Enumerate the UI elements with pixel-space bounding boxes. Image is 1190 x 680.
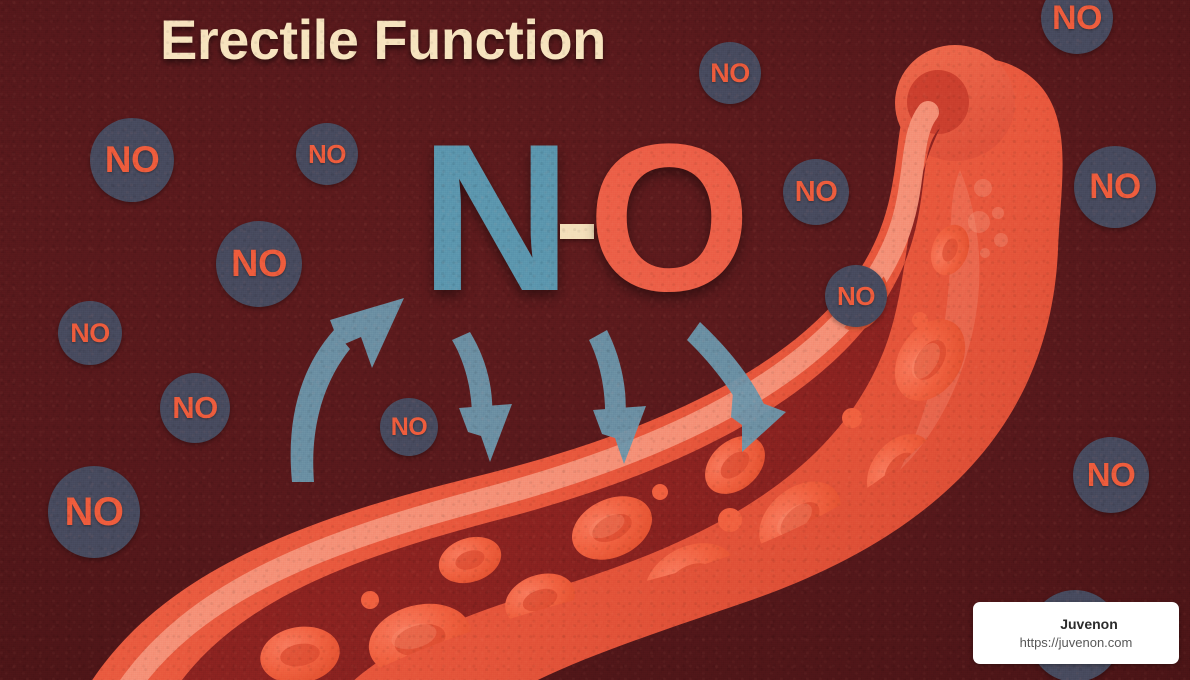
no-bubble-label: NO — [104, 139, 160, 180]
molecule-oxygen-letter: O — [587, 100, 751, 336]
no-bubble-label: NO — [308, 138, 347, 169]
no-bubble-label: NO — [64, 489, 125, 534]
arrow-down-right-head — [731, 392, 786, 452]
no-bubble-label: NO — [1089, 167, 1141, 206]
watermark-badge[interactable]: Juvenon https://juvenon.com — [973, 602, 1179, 664]
no-bubble-label: NO — [1052, 0, 1103, 37]
vessel-outer-wall — [92, 58, 1063, 680]
no-bubble-label: NO — [837, 280, 876, 311]
vessel-highlight-stripe — [120, 101, 939, 680]
no-bubble: NO — [48, 466, 140, 558]
arrow-group — [290, 298, 786, 482]
no-molecule-graphic: N O — [420, 100, 751, 336]
blood-vessel — [92, 45, 1063, 680]
no-bubble-label: NO — [231, 242, 288, 285]
no-bubble: NO — [699, 42, 761, 104]
arrow-down-left-head — [459, 404, 512, 462]
no-bubble: NO — [380, 398, 438, 456]
arrow-down-middle-icon — [589, 330, 626, 422]
no-bubble-label: NO — [710, 57, 750, 88]
no-bubble: NO — [783, 159, 849, 225]
no-bubble: NO — [296, 123, 358, 185]
watermark-url[interactable]: https://juvenon.com — [1019, 635, 1133, 650]
arrow-down-left-icon — [452, 332, 493, 420]
no-bubble-label: NO — [1086, 456, 1136, 493]
vessel-lumen — [182, 128, 940, 680]
arrow-up-left-curved-head — [330, 298, 404, 368]
arrow-up-left-curved-icon — [290, 330, 350, 482]
no-bubble: NO — [58, 301, 122, 365]
vessel-texture-speckles — [968, 179, 1008, 258]
no-bubble: NO — [1074, 146, 1156, 228]
no-bubble-label: NO — [794, 175, 838, 208]
arrow-down-middle-head — [593, 406, 646, 464]
molecule-nitrogen-letter: N — [420, 100, 572, 336]
no-bubble: NO — [160, 373, 230, 443]
no-bubble: NO — [90, 118, 174, 202]
molecule-bond-icon — [559, 223, 594, 239]
no-bubble: NO — [1073, 437, 1149, 513]
arrow-down-right-icon — [687, 322, 764, 415]
page-title: Erectile Function — [160, 8, 606, 71]
no-bubble: NO — [216, 221, 302, 307]
no-bubble-label: NO — [390, 412, 428, 441]
watermark-brand-name: Juvenon — [1060, 616, 1118, 632]
no-bubble-label: NO — [70, 317, 110, 348]
no-bubble-label: NO — [172, 390, 218, 425]
no-bubble: NO — [825, 265, 887, 327]
